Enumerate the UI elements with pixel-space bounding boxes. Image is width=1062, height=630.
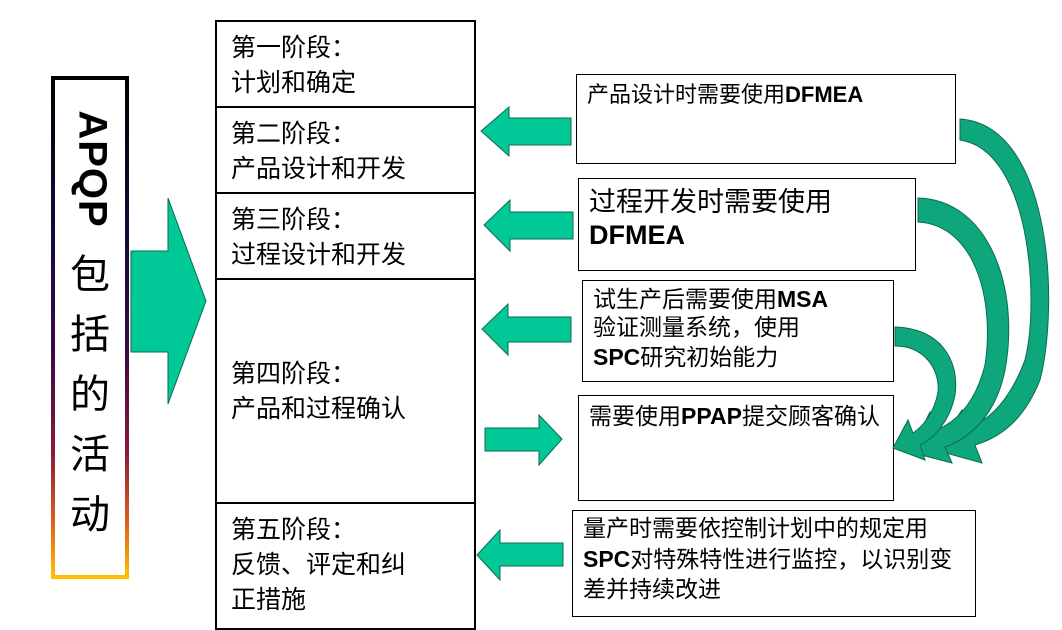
stage-2: 第二阶段： 产品设计和开发 (217, 108, 474, 194)
main-right-arrow-icon (130, 197, 207, 405)
note-ppap: 需要使用PPAP提交顾客确认 (578, 395, 894, 501)
left-arrow-icon-stage4 (481, 302, 572, 357)
stages-column: 第一阶段： 计划和确定 第二阶段： 产品设计和开发 第三阶段： 过程设计和开发 … (215, 20, 476, 630)
title-cjk: 包 括 的 活 动 (70, 252, 110, 538)
curved-arrow-icon-3 (892, 326, 957, 461)
left-arrow-icon-stage5 (476, 528, 564, 582)
curved-arrow-icon-2 (909, 197, 1010, 464)
note-mass-production: 量产时需要依控制计划中的规定用SPC对特殊特性进行监控，以识别变差并持续改进 (572, 510, 976, 617)
note-product-design: 产品设计时需要使用DFMEA (576, 74, 956, 164)
left-arrow-icon-stage2 (480, 105, 572, 158)
right-arrow-icon-ppap (484, 413, 563, 467)
stage-1: 第一阶段： 计划和确定 (217, 22, 474, 108)
apqp-title-box: APQP 包 括 的 活 动 (51, 76, 129, 579)
curved-arrow-icon-1 (934, 118, 1050, 464)
note-trial-production: 试生产后需要使用MSA 验证测量系统，使用 SPC研究初始能力 (582, 280, 894, 382)
stage-5: 第五阶段： 反馈、评定和纠 正措施 (231, 515, 407, 614)
stage-3: 第三阶段： 过程设计和开发 (217, 194, 474, 280)
left-arrow-icon-stage3 (483, 198, 574, 253)
stage-4: 第四阶段： 产品和过程确认 (217, 280, 474, 504)
